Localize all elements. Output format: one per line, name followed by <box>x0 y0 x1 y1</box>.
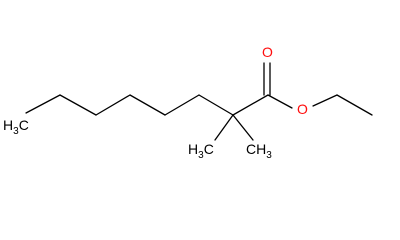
atom-gem-methyl-right: CH3 <box>246 141 272 161</box>
bond-c5-c6 <box>164 94 200 116</box>
bond-ester-o-c9 <box>312 94 338 107</box>
bond-c1-c2 <box>25 94 61 114</box>
molecule-diagram: H3C H3C CH3 O O <box>3 44 373 161</box>
bond-c4-c5 <box>129 94 166 116</box>
bond-c8-ester-o <box>267 94 293 109</box>
atom-gem-methyl-left: H3C <box>188 141 214 161</box>
atom-ester-oxygen: O <box>297 101 308 117</box>
bond-c7-c8 <box>232 94 269 116</box>
atom-terminal-methyl: H3C <box>3 117 29 137</box>
bond-c6-c7 <box>198 94 234 116</box>
atom-labels: H3C H3C CH3 O O <box>3 44 308 161</box>
bonds <box>25 62 373 141</box>
bond-c7-methyl-left <box>214 114 234 141</box>
bond-c2-c3 <box>59 94 97 116</box>
bond-c9-c10 <box>336 94 373 116</box>
bond-c7-methyl-right <box>232 114 254 141</box>
atom-carbonyl-oxygen: O <box>262 44 273 60</box>
bond-c3-c4 <box>95 94 131 116</box>
